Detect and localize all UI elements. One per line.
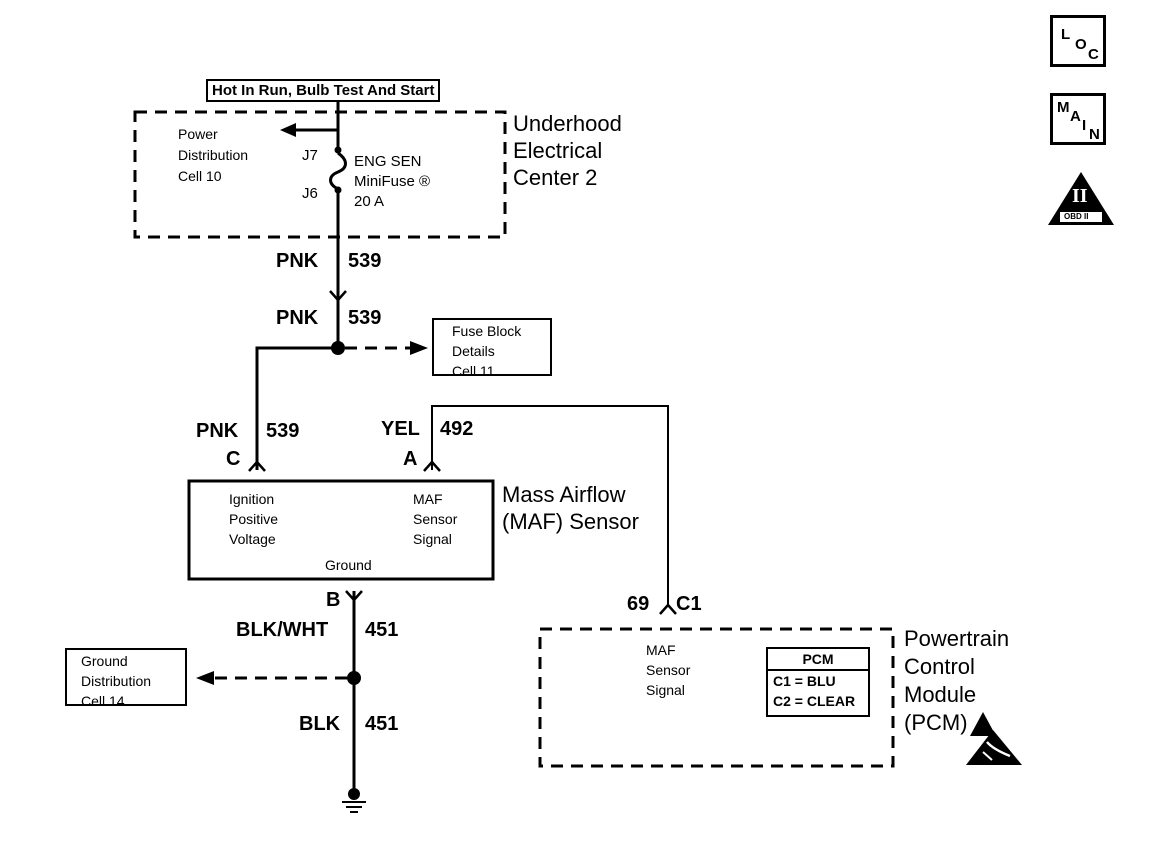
wire-492 bbox=[431, 405, 669, 605]
wire-2-color: PNK bbox=[276, 307, 319, 329]
wire-6-number: 451 bbox=[365, 713, 399, 735]
loc-letter-o: O bbox=[1075, 36, 1087, 53]
wire-539-c bbox=[255, 346, 338, 470]
main-letter-a: A bbox=[1070, 108, 1081, 125]
main-letter-m: M bbox=[1057, 99, 1070, 116]
pcm-pin-number: 69 bbox=[627, 593, 650, 615]
ground-dist-arrow bbox=[196, 671, 214, 685]
pcm-connector-table: PCM C1 = BLU C2 = CLEAR bbox=[766, 647, 870, 717]
loc-letter-l: L bbox=[1061, 26, 1071, 43]
wire-3-number: 539 bbox=[266, 420, 300, 442]
loc-letter-c: C bbox=[1088, 46, 1099, 63]
pcm-table-c1: C1 = BLU bbox=[773, 673, 836, 689]
pin-j7-dot bbox=[334, 146, 342, 154]
hot-in-run-label: Hot In Run, Bulb Test And Start bbox=[206, 79, 441, 102]
fuse-block-arrow bbox=[410, 341, 428, 355]
wire-5-number: 451 bbox=[365, 619, 399, 641]
obd-roman: II bbox=[1072, 185, 1088, 207]
wire-3-color: PNK bbox=[196, 420, 239, 442]
wire-1-color: PNK bbox=[276, 250, 319, 272]
obd-label[interactable]: OBD II bbox=[1064, 212, 1089, 221]
ground-icon bbox=[342, 801, 366, 813]
pin-j7-label: J7 bbox=[302, 147, 318, 164]
pin-b-label: B bbox=[326, 589, 341, 611]
maf-ground-label: Ground bbox=[325, 557, 372, 573]
main-letter-i: I bbox=[1082, 117, 1087, 134]
pin-j6-label: J6 bbox=[302, 185, 318, 202]
main-icon[interactable]: M A I N bbox=[1050, 93, 1106, 145]
pcm-table-c2: C2 = CLEAR bbox=[773, 693, 856, 709]
pcm-connector-label: C1 bbox=[676, 593, 702, 615]
fuse-symbol bbox=[329, 151, 347, 191]
maf-sensor-title: Mass Airflow(MAF) Sensor bbox=[502, 482, 639, 534]
power-dist-arrow bbox=[280, 123, 296, 137]
pin-j6-dot bbox=[334, 186, 342, 194]
wire-2-number: 539 bbox=[348, 307, 382, 329]
underhood-center-outline bbox=[133, 110, 507, 239]
wire-6-color: BLK bbox=[299, 713, 341, 735]
pcm-outline bbox=[538, 627, 895, 768]
wire-5-color: BLK/WHT bbox=[236, 619, 329, 641]
obd-ii-icon bbox=[1048, 172, 1114, 225]
pin-c-connector bbox=[248, 460, 266, 472]
pin-c-label: C bbox=[226, 448, 241, 470]
loc-icon[interactable]: L O C bbox=[1050, 15, 1106, 67]
pin-a-connector bbox=[423, 460, 441, 472]
wire-4-number: 492 bbox=[440, 418, 474, 440]
pcm-table-title: PCM bbox=[768, 649, 868, 671]
maf-sensor-outline bbox=[187, 479, 495, 581]
main-letter-n: N bbox=[1089, 126, 1100, 143]
wire-1-number: 539 bbox=[348, 250, 382, 272]
esd-warning-icon bbox=[966, 712, 1022, 765]
ground-point bbox=[348, 788, 360, 800]
wire-4-color: YEL bbox=[381, 418, 420, 440]
pin-a-label: A bbox=[403, 448, 418, 470]
pcm-c1-connector bbox=[659, 603, 677, 615]
